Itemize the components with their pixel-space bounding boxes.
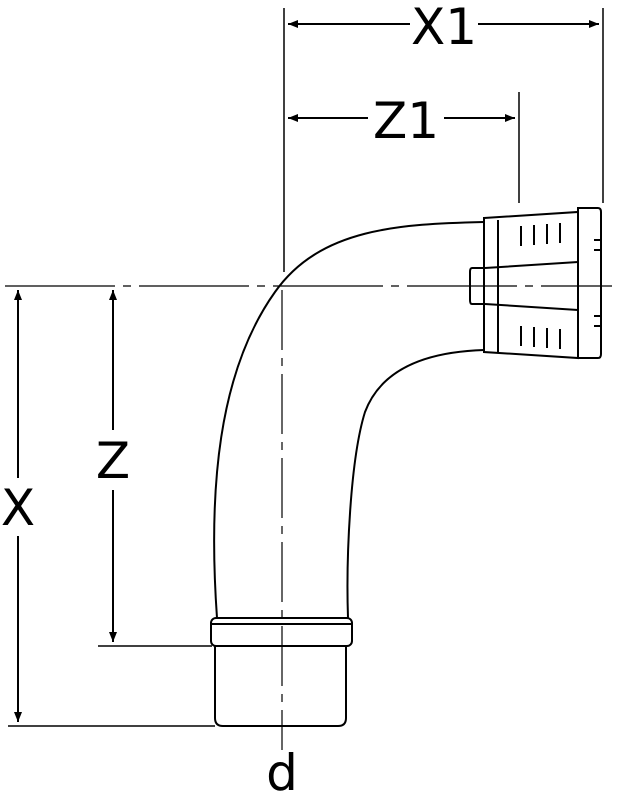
x1-label: X1	[411, 0, 477, 56]
pipe-outer-wall	[213, 221, 485, 619]
coupling-inner-taper	[484, 261, 579, 311]
z1-label: Z1	[373, 92, 439, 150]
x-label: X	[1, 479, 35, 537]
pipe-bend	[210, 207, 602, 727]
z-label: Z	[96, 432, 130, 490]
coupling-center-plug	[469, 267, 485, 305]
coupling-flange	[577, 207, 602, 359]
bottom-spigot	[214, 646, 347, 727]
pipe-inner-wall	[346, 349, 485, 619]
bottom-collar	[210, 617, 353, 647]
dimension-lines	[14, 20, 599, 722]
extension-lines	[8, 8, 604, 727]
diameter-label: d	[266, 744, 298, 800]
center-lines	[5, 285, 612, 750]
